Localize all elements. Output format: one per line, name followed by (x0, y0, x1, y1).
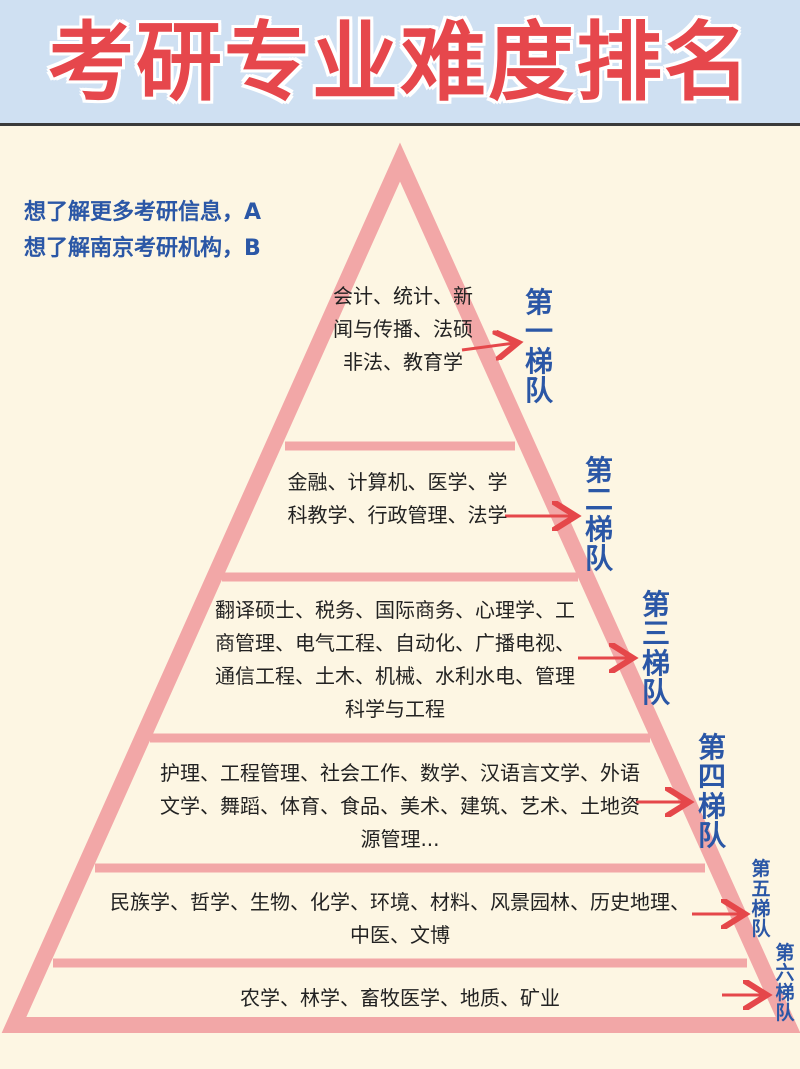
tier-6-label: 第六梯队 (775, 942, 795, 1024)
tier-4-label: 第四梯队 (697, 731, 726, 853)
tier-2-label: 第二梯队 (584, 454, 613, 576)
info-line-nanjing-institutions: 想了解南京考研机构，B (24, 236, 261, 261)
tier-4-majors: 护理、工程管理、社会工作、数学、汉语言文学、外语文学、舞蹈、体育、食品、美术、建… (160, 761, 640, 851)
info-line-more-info: 想了解更多考研信息，A (24, 200, 262, 225)
header-banner: 考研专业难度排名 (0, 0, 800, 126)
tier-1-majors: 会计、统计、新闻与传播、法硕非法、教育学 (333, 284, 473, 374)
page-title: 考研专业难度排名 (48, 13, 752, 113)
tier-5-majors: 民族学、哲学、生物、化学、环境、材料、风景园林、历史地理、中医、文博 (110, 890, 690, 947)
tier-2-majors: 金融、计算机、医学、学科教学、行政管理、法学 (287, 470, 508, 527)
pyramid-outline (1, 142, 800, 1033)
tier-1-label: 第一梯队 (524, 286, 553, 408)
tier-3-label: 第三梯队 (641, 588, 670, 710)
arrow-tier-1 (461, 343, 515, 350)
tier-3-majors: 翻译硕士、税务、国际商务、心理学、工商管理、电气工程、自动化、广播电视、通信工程… (215, 598, 575, 721)
tier-5-label: 第五梯队 (751, 858, 771, 940)
tier-6-majors: 农学、林学、畜牧医学、地质、矿业 (240, 986, 560, 1010)
